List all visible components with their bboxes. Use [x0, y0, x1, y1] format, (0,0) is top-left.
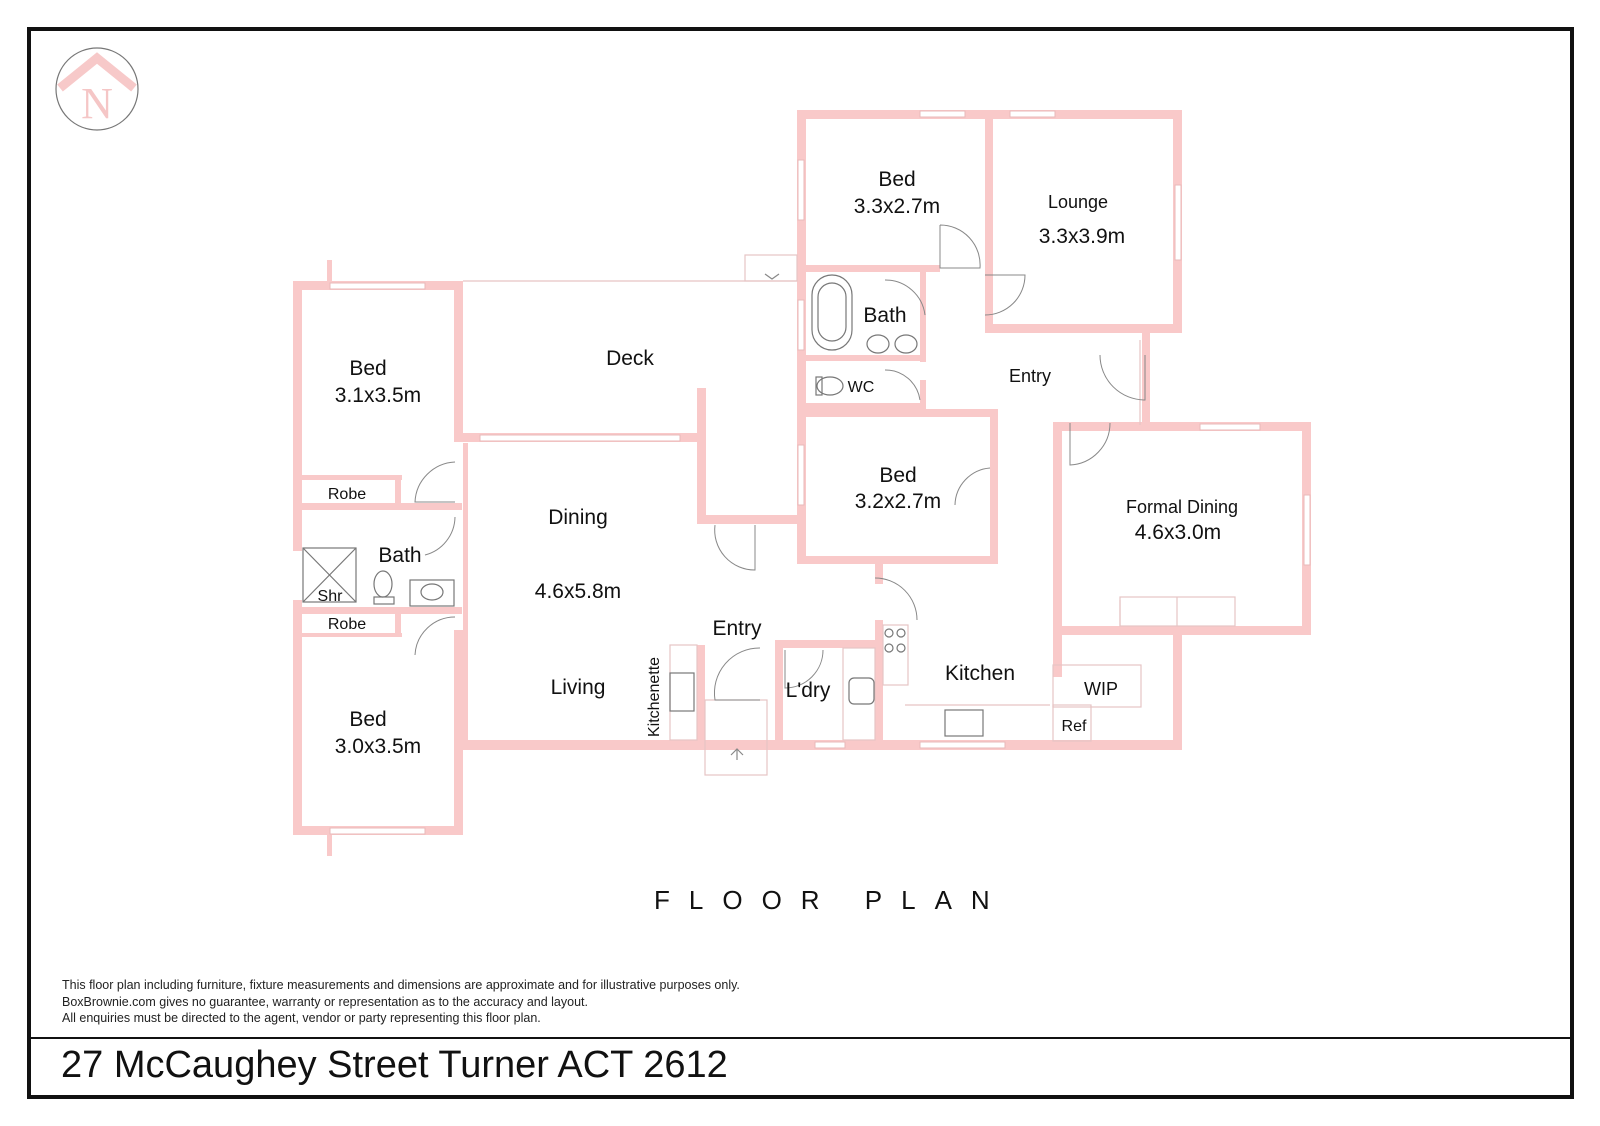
- laundry-tub-icon: [848, 677, 875, 705]
- kitchen-sink-icon: [944, 709, 984, 737]
- disclaimer-line: All enquiries must be directed to the ag…: [62, 1011, 541, 1025]
- basin-icon: [420, 583, 444, 601]
- room-label-bed-top: Bed: [878, 168, 915, 191]
- room-label-kitchenette: Kitchenette: [646, 657, 663, 737]
- deck-outline: [463, 254, 1236, 776]
- shower-icon: [302, 547, 357, 603]
- windows: [329, 110, 1311, 835]
- room-size-formal-dining: 4.6x3.0m: [1135, 521, 1221, 544]
- basin-icon: [866, 334, 890, 354]
- north-compass-icon: N: [55, 47, 139, 131]
- room-label-entry-bottom: Entry: [712, 617, 762, 640]
- compass-letter: N: [81, 79, 113, 128]
- door-swings: [414, 224, 1146, 701]
- room-label-shower: Shr: [318, 588, 344, 605]
- disclaimer: This floor plan including furniture, fix…: [62, 977, 740, 1027]
- room-size-lounge: 3.3x3.9m: [1039, 225, 1125, 248]
- room-label-laundry: L'dry: [786, 679, 831, 702]
- sink-icon: [669, 672, 695, 712]
- room-labels: Bed 3.3x2.7m Lounge 3.3x3.9m Bath WC Ent…: [318, 168, 1238, 758]
- room-size-bed-top: 3.3x2.7m: [854, 195, 940, 218]
- room-size-bed-left-top: 3.1x3.5m: [335, 384, 421, 407]
- room-label-bed-middle: Bed: [879, 464, 916, 487]
- toilet-icon: [816, 376, 844, 396]
- room-label-living: Living: [551, 676, 606, 699]
- room-label-formal-dining: Formal Dining: [1126, 497, 1238, 517]
- room-label-bath-top: Bath: [863, 304, 906, 327]
- room-size-bed-left-bottom: 3.0x3.5m: [335, 735, 421, 758]
- room-size-bed-middle: 3.2x2.7m: [855, 490, 941, 513]
- room-label-kitchen: Kitchen: [945, 662, 1015, 685]
- page-frame: [27, 27, 1574, 1099]
- room-label-bed-left-top: Bed: [349, 357, 386, 380]
- disclaimer-line: This floor plan including furniture, fix…: [62, 978, 740, 992]
- room-label-lounge: Lounge: [1048, 192, 1108, 212]
- room-label-robe-bottom: Robe: [328, 616, 366, 633]
- room-label-bed-left-bottom: Bed: [349, 708, 386, 731]
- room-label-bath-left: Bath: [378, 544, 421, 567]
- room-label-ref: Ref: [1062, 718, 1087, 735]
- disclaimer-line: BoxBrownie.com gives no guarantee, warra…: [62, 994, 588, 1009]
- room-label-wc: WC: [848, 379, 875, 396]
- property-address: 27 McCaughey Street Turner ACT 2612: [61, 1044, 728, 1086]
- footer-divider: [27, 1037, 1574, 1039]
- room-label-dining: Dining: [548, 506, 608, 529]
- toilet-icon: [373, 570, 393, 598]
- room-label-robe-top: Robe: [328, 486, 366, 503]
- room-label-wip: WIP: [1084, 679, 1118, 699]
- bathtub-icon: [811, 274, 853, 351]
- basin-icon: [894, 334, 918, 354]
- fixtures: [302, 274, 984, 737]
- room-label-deck: Deck: [606, 347, 654, 370]
- room-size-dining: 4.6x5.8m: [535, 580, 621, 603]
- room-label-entry-top: Entry: [1009, 366, 1051, 386]
- floor-plan-title: FLOOR PLAN: [654, 885, 1009, 915]
